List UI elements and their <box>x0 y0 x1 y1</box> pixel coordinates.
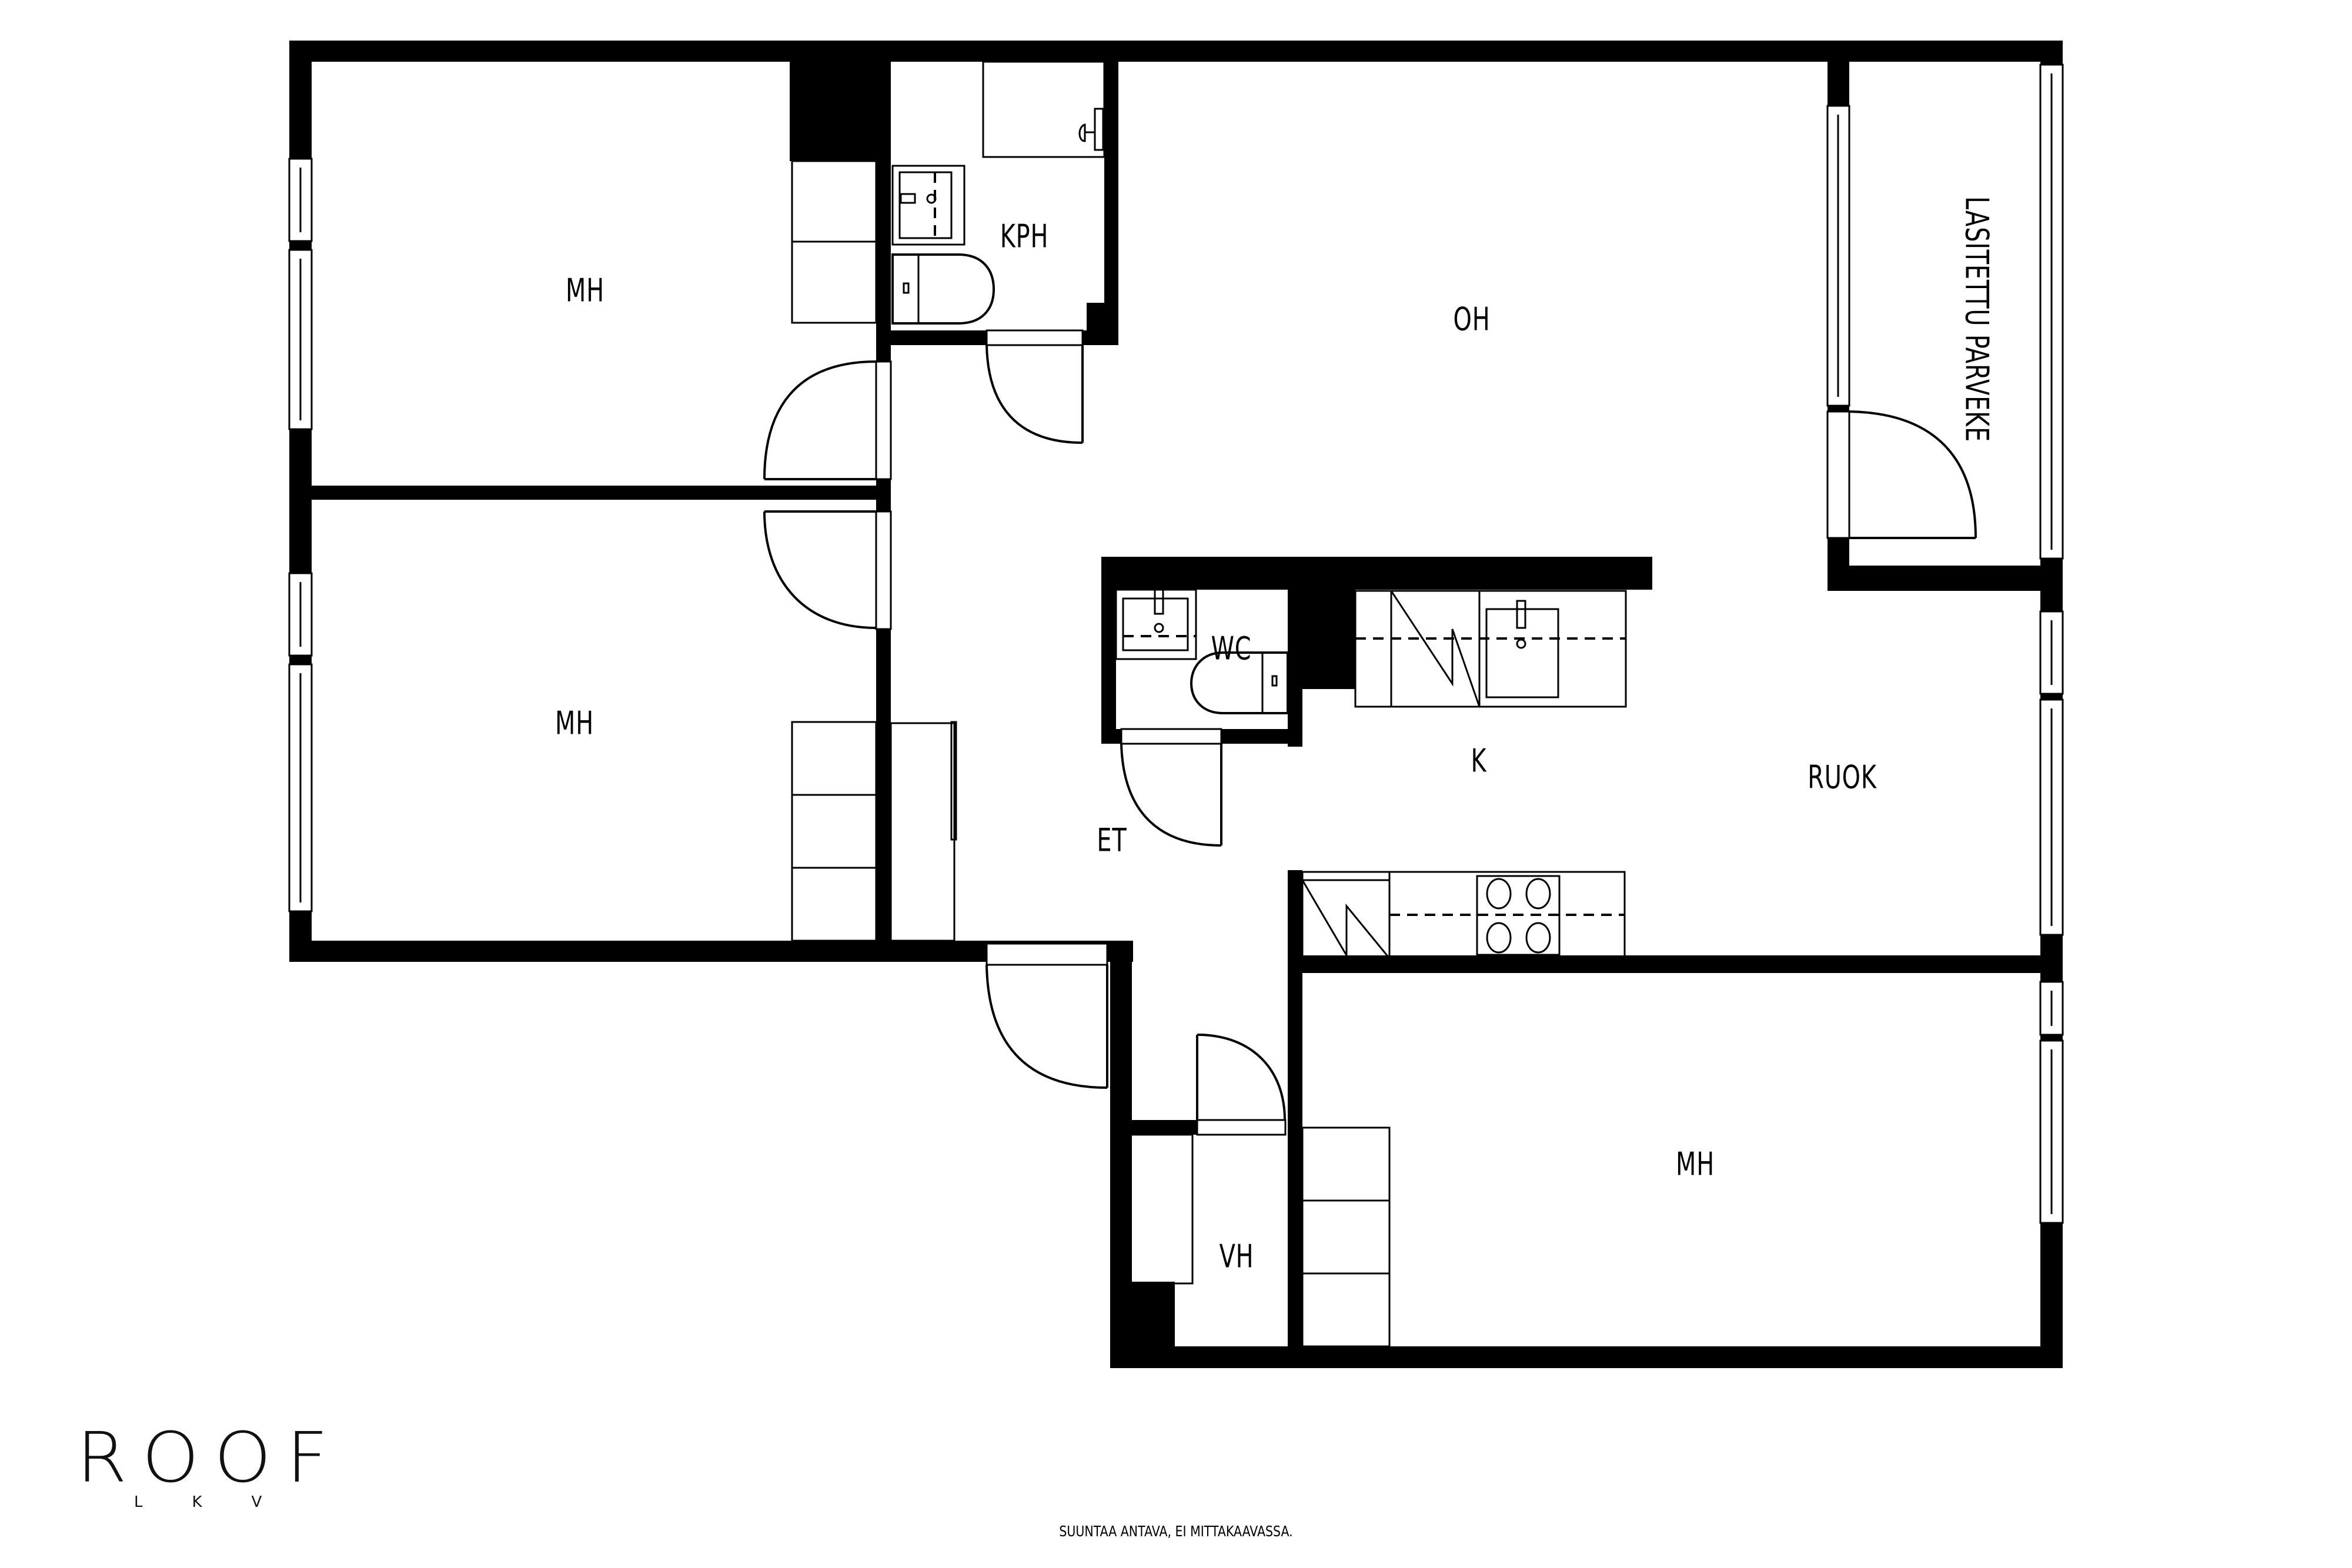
kitchen-sink-icon <box>1485 600 1559 698</box>
doors <box>763 329 1977 1136</box>
roof-lkv-logo: ROOF LKV <box>76 1423 330 1511</box>
sink-icon <box>1115 587 1197 660</box>
room-label-ruok: RUOK <box>1808 758 1877 796</box>
logo-sub-text: LKV <box>134 1493 312 1511</box>
room-label-wc: WC <box>1211 630 1252 667</box>
scale-disclaimer: SUUNTAA ANTAVA, EI MITTAKAAVASSA. <box>1059 1523 1293 1540</box>
shower-head-icon <box>1078 108 1104 151</box>
room-label-lasitettu-parveke: LASITETTU PARVEKE <box>1958 196 1996 442</box>
room-label-et: ET <box>1097 821 1127 859</box>
stove-icon <box>1476 875 1561 956</box>
logo-main-text: ROOF <box>76 1417 343 1498</box>
toilet-icon <box>1190 651 1289 714</box>
room-label-mh-top-left: MH <box>566 272 604 309</box>
toilet-icon <box>891 253 995 325</box>
room-label-k: K <box>1471 742 1487 780</box>
room-label-vh: VH <box>1219 1238 1254 1275</box>
room-label-mh-bottom-right: MH <box>1676 1145 1715 1183</box>
windows <box>288 63 2064 1224</box>
fixtures <box>791 61 1627 1348</box>
sink-icon <box>891 165 965 246</box>
room-label-mh-mid-left: MH <box>555 704 594 742</box>
room-label-kph: KPH <box>1000 218 1049 255</box>
room-label-oh: OH <box>1453 300 1491 338</box>
